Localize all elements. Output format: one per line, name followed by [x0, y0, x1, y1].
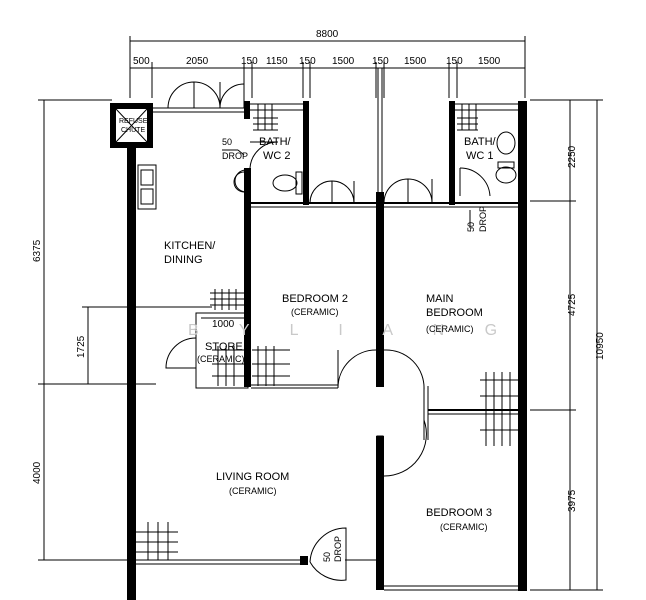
dim-top-seg-3: 150: [241, 56, 258, 67]
dim-left-upper: 6375: [32, 239, 43, 262]
dim-top-seg-7: 150: [372, 56, 389, 67]
main-bedroom-label-2: BEDROOM: [426, 307, 483, 319]
bedroom2-label: BEDROOM 2: [282, 293, 348, 305]
bath1-drop-word: DROP: [478, 206, 488, 232]
fixtures: [136, 104, 518, 560]
dim-top-seg-4: 1150: [266, 56, 288, 67]
store-label: STORE: [205, 341, 243, 353]
bath1-label-1: BATH/: [464, 136, 497, 148]
living-room-floor: (CERAMIC): [229, 486, 277, 496]
walls: [110, 68, 527, 600]
dim-top-seg-9: 150: [446, 56, 463, 67]
dim-left-inner: 1725: [76, 335, 87, 358]
living-room-label: LIVING ROOM: [216, 471, 289, 483]
refuse-chute-label-2: CHUTE: [121, 127, 145, 134]
doors: [165, 81, 491, 581]
main-bedroom-floor: (CERAMIC): [426, 324, 474, 334]
dim-top-seg-6: 1500: [332, 56, 355, 67]
bath1-label-2: WC 1: [466, 150, 494, 162]
dim-top-total: 8800: [316, 29, 339, 40]
bedroom3-floor: (CERAMIC): [440, 522, 488, 532]
bedroom2-floor: (CERAMIC): [291, 307, 339, 317]
dim-top-seg-1: 500: [133, 56, 150, 67]
kitchen-label-1: KITCHEN/: [164, 240, 216, 252]
store-width-dim: 1000: [212, 319, 235, 330]
dim-top-seg-2: 2050: [186, 56, 209, 67]
left-dimension-lines: [38, 99, 212, 561]
dim-left-lower: 4000: [32, 461, 43, 484]
dim-right-lower: 3975: [567, 489, 578, 512]
bath2-drop-word: DROP: [222, 151, 248, 161]
right-dimension-lines: [530, 99, 603, 591]
dim-right-upper: 2250: [567, 145, 578, 168]
bath2-label-1: BATH/: [259, 136, 292, 148]
bath2-drop-num: 50: [222, 137, 232, 147]
bath1-drop-num: 50: [466, 222, 476, 232]
refuse-chute-label-1: REFUSE: [119, 118, 148, 125]
dim-top-seg-8: 1500: [404, 56, 427, 67]
store-floor: (CERAMIC): [197, 354, 245, 364]
bath2-label-2: WC 2: [263, 150, 291, 162]
bedroom3-label: BEDROOM 3: [426, 507, 492, 519]
dim-top-seg-10: 1500: [478, 56, 501, 67]
entrance-drop-word: DROP: [333, 536, 343, 562]
dim-right-middle: 4725: [567, 293, 578, 316]
main-bedroom-label-1: MAIN: [426, 293, 454, 305]
entrance-drop-num: 50: [322, 552, 332, 562]
dim-top-seg-5: 150: [299, 56, 316, 67]
dim-right-total: 10950: [595, 332, 606, 360]
watermark-text: B Y L I A N G: [188, 322, 515, 339]
windows: [127, 129, 454, 517]
top-dimension-lines: [129, 36, 526, 98]
kitchen-label-2: DINING: [164, 254, 203, 266]
